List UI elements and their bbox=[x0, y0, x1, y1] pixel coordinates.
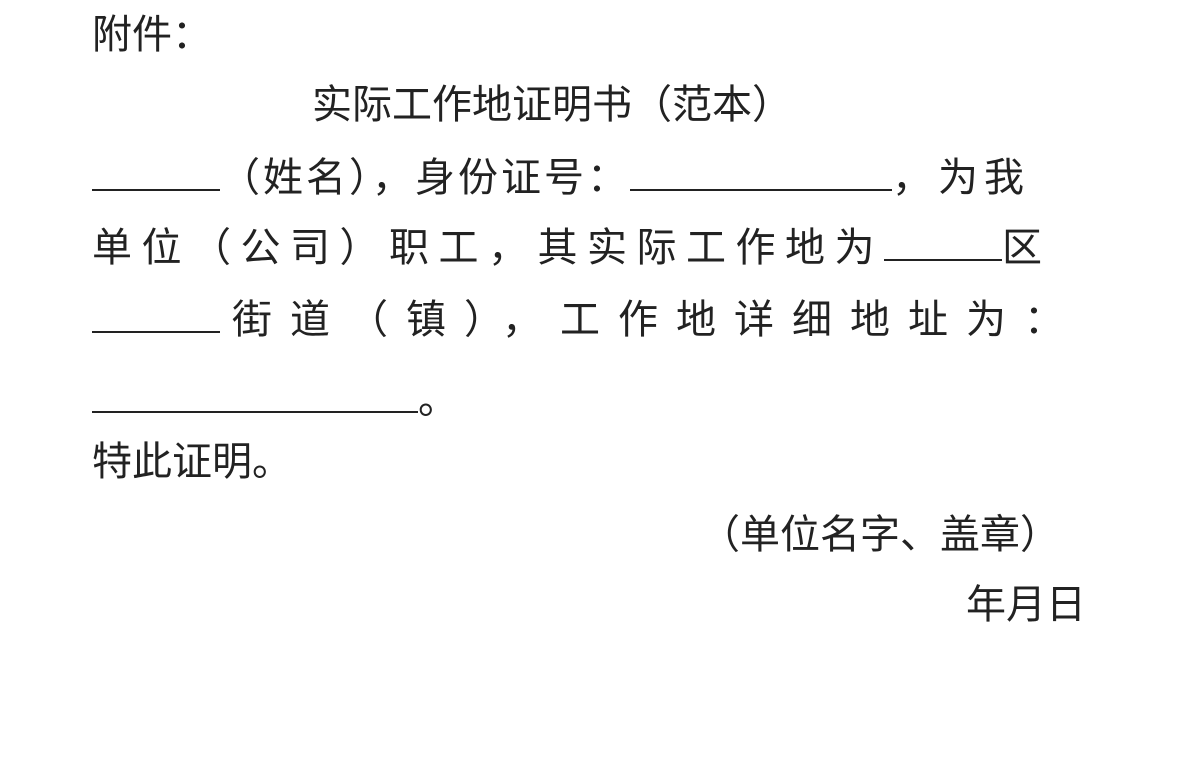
signature-label: （单位名字、盖章） bbox=[700, 512, 1060, 558]
employer-prefix: ，为我 bbox=[892, 155, 1030, 201]
date-label: 年月日 bbox=[966, 582, 1086, 628]
closing-text: 特此证明。 bbox=[92, 439, 292, 485]
document-title: 实际工作地证明书（范本） bbox=[312, 82, 792, 128]
line-street-address: 街道（镇），工作地详细地址为： bbox=[92, 295, 1108, 345]
street-blank[interactable] bbox=[92, 297, 220, 333]
id-number-blank[interactable] bbox=[630, 155, 892, 191]
line-workplace-district: 单位（公司）职工，其实际工作地为 区 bbox=[92, 223, 1108, 273]
name-blank[interactable] bbox=[92, 155, 220, 191]
street-address-text: 街道（镇），工作地详细地址为： bbox=[232, 297, 1082, 343]
name-id-label: （姓名），身份证号： bbox=[220, 155, 630, 201]
line-name-id: （姓名），身份证号： ，为我 bbox=[92, 153, 1108, 203]
district-label: 区 bbox=[1002, 225, 1042, 271]
district-blank[interactable] bbox=[884, 225, 1002, 261]
workplace-text: 单位（公司）职工，其实际工作地为 bbox=[92, 225, 884, 271]
line-address: 。 bbox=[92, 375, 458, 425]
attachment-label: 附件： bbox=[92, 12, 212, 58]
address-blank[interactable] bbox=[92, 377, 418, 413]
address-end: 。 bbox=[418, 377, 458, 423]
